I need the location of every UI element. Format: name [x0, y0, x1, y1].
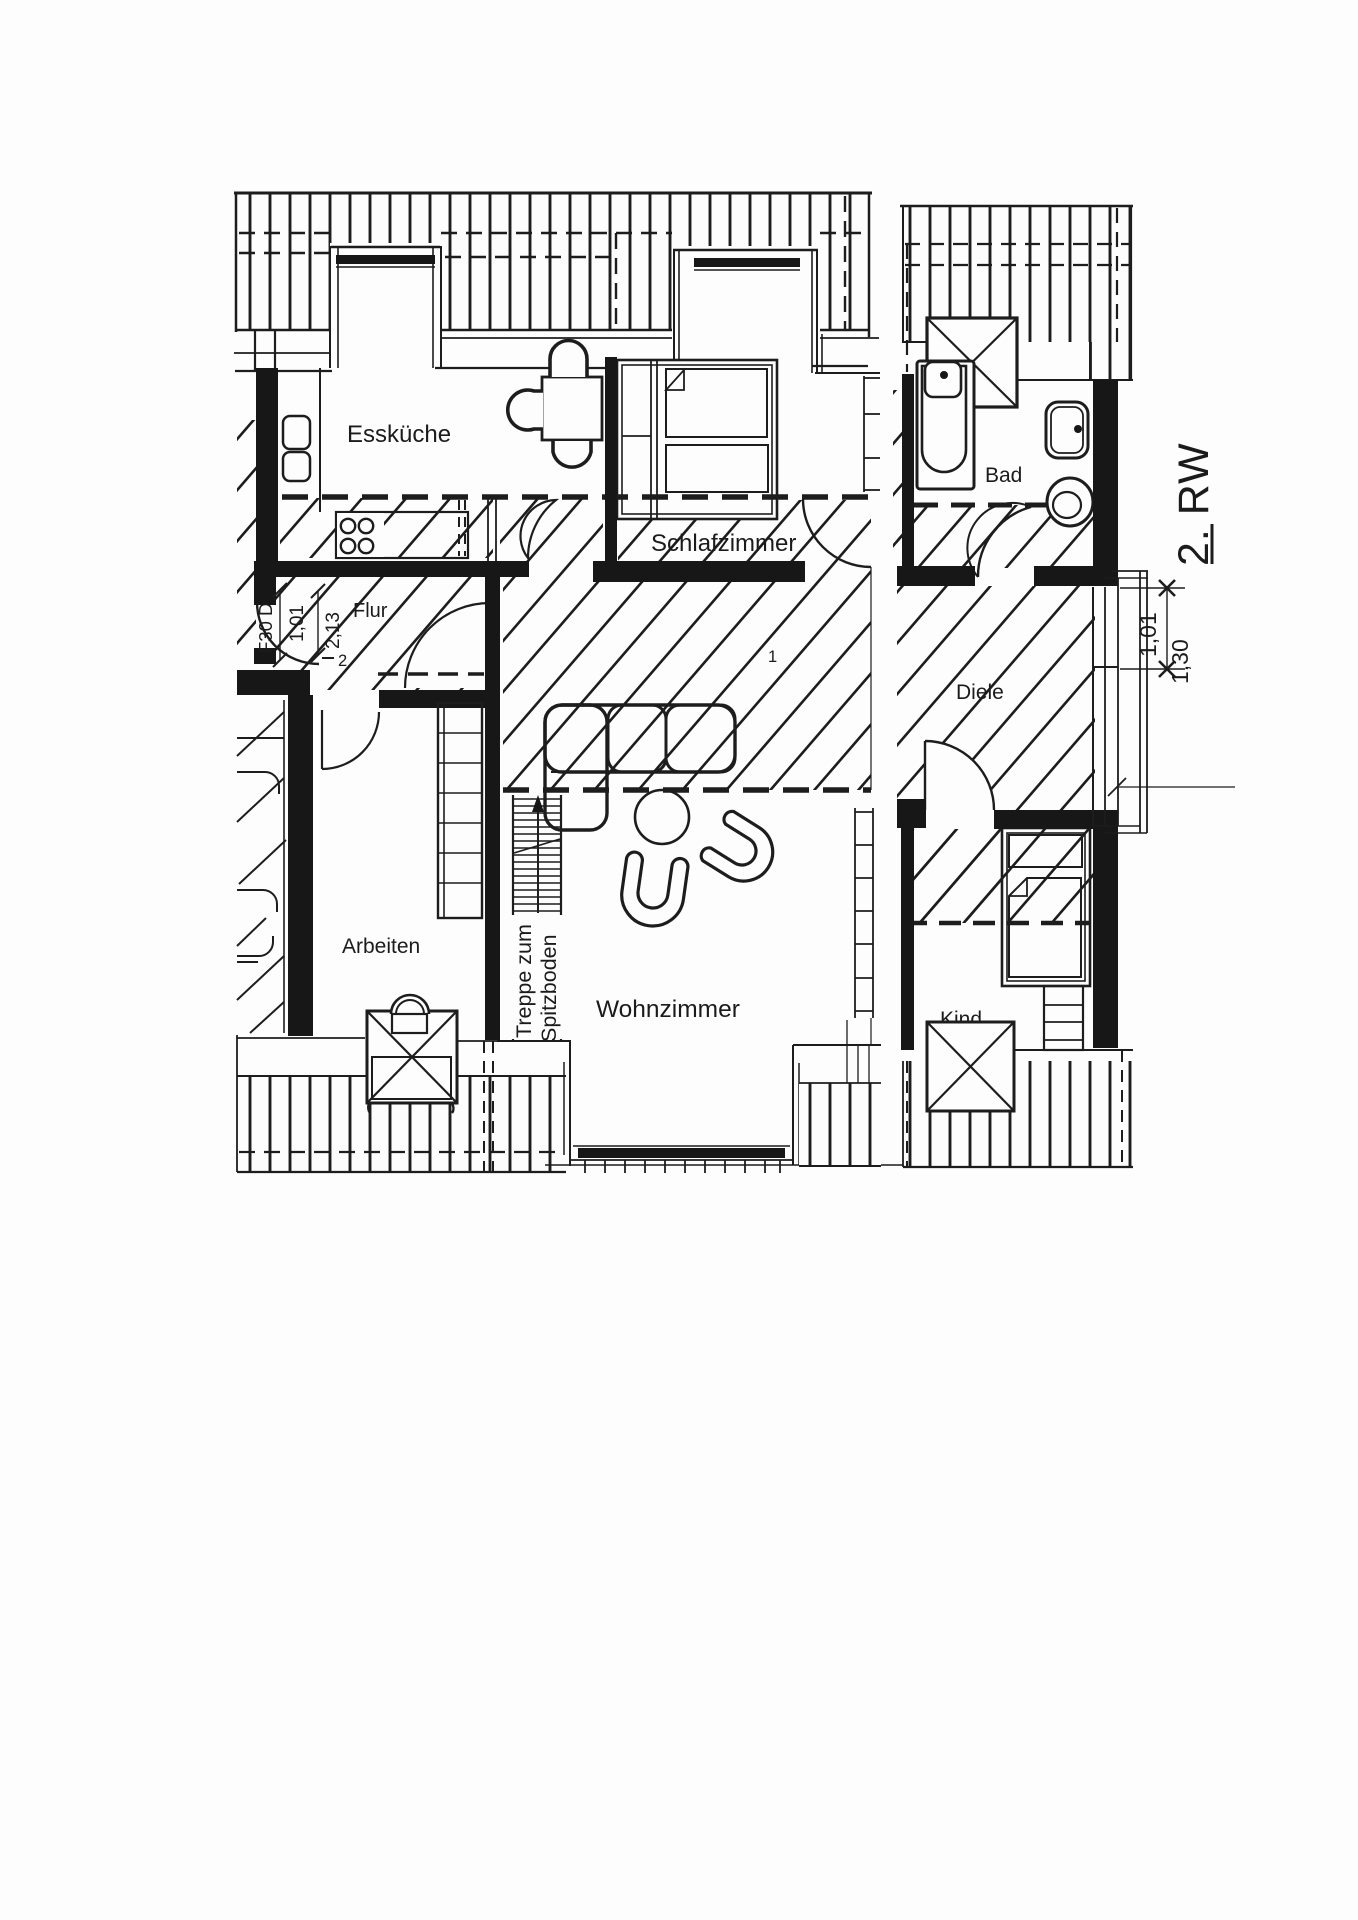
- svg-text:Essküche: Essküche: [347, 421, 451, 448]
- svg-text:Schlafzimmer: Schlafzimmer: [651, 530, 796, 557]
- svg-text:Wohnzimmer: Wohnzimmer: [596, 996, 740, 1023]
- svg-text:1,01: 1,01: [287, 605, 308, 642]
- svg-text:1,01: 1,01: [1135, 612, 1161, 657]
- svg-text:Treppe zum: Treppe zum: [512, 924, 536, 1038]
- svg-text:Spitzboden: Spitzboden: [537, 934, 561, 1042]
- svg-text:2. RW: 2. RW: [1170, 442, 1218, 566]
- svg-text:2,13: 2,13: [323, 612, 344, 649]
- svg-text:2: 2: [338, 652, 347, 670]
- svg-text:1: 1: [768, 648, 777, 666]
- svg-text:F30 D.: F30 D.: [255, 597, 276, 653]
- svg-text:Diele: Diele: [956, 681, 1004, 704]
- svg-text:Bad: Bad: [985, 464, 1022, 487]
- svg-text:Arbeiten: Arbeiten: [342, 935, 420, 958]
- svg-text:Flur: Flur: [353, 600, 388, 622]
- svg-text:1,30: 1,30: [1167, 639, 1193, 684]
